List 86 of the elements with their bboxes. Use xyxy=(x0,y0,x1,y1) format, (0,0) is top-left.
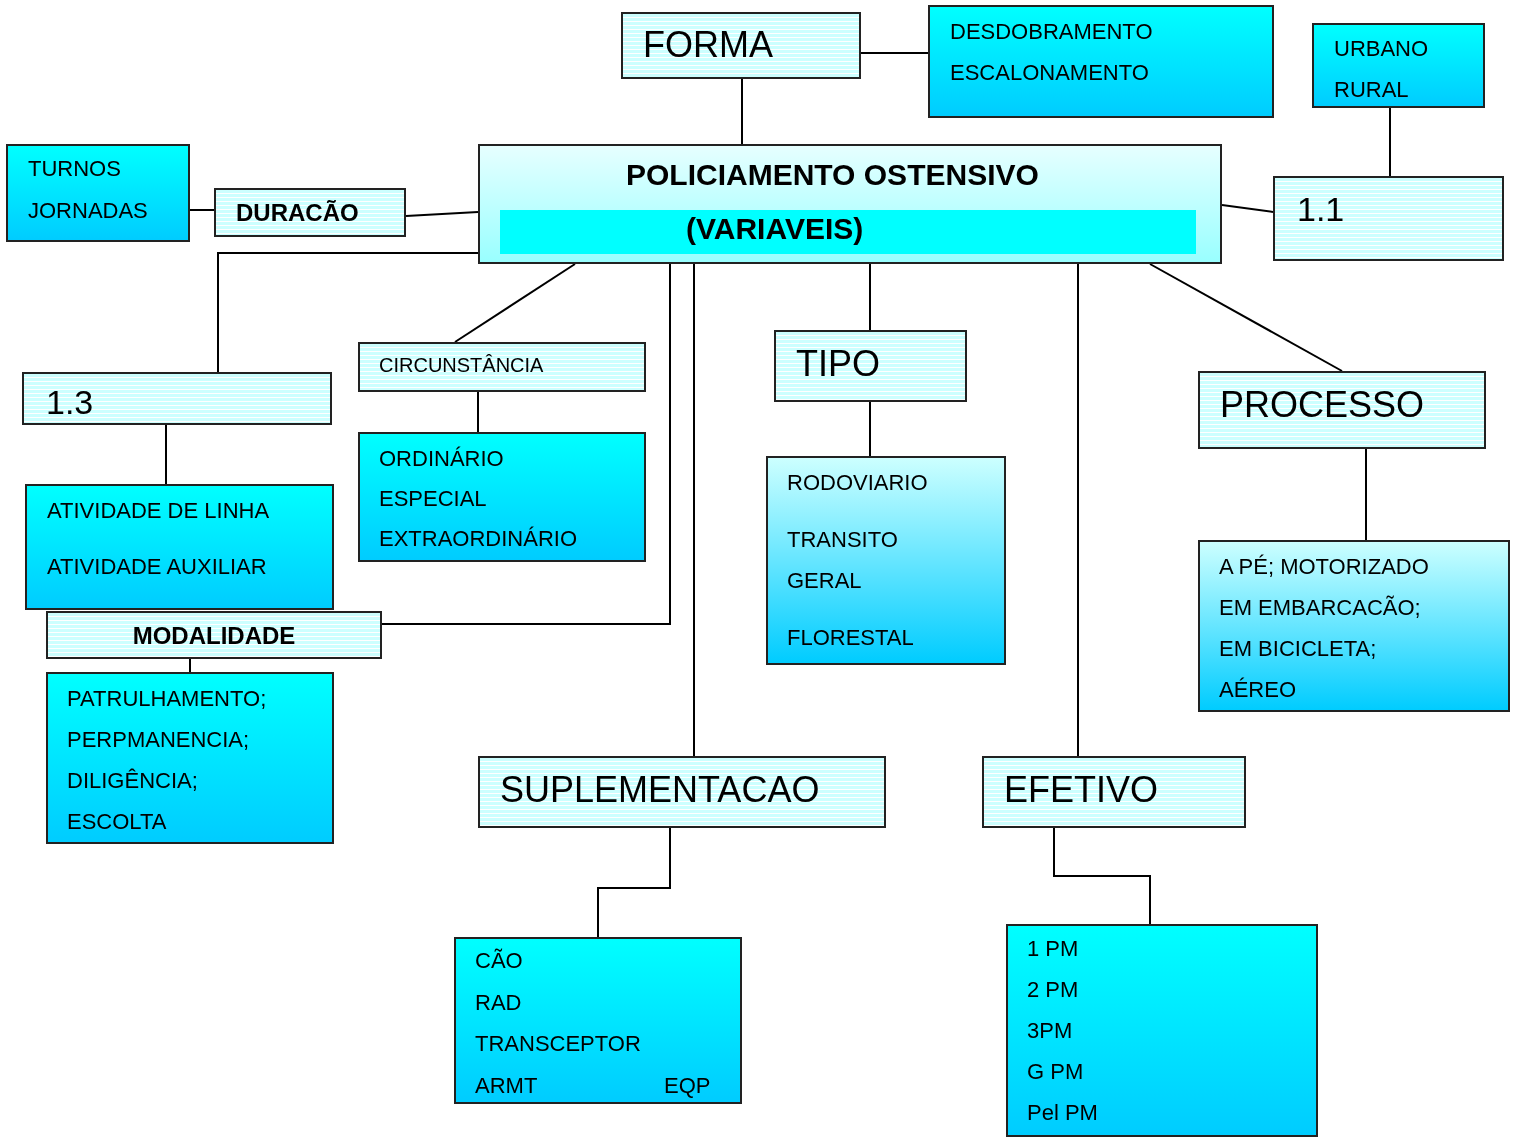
label-box xyxy=(774,330,967,402)
list-box xyxy=(6,144,190,242)
list-item: RODOVIARIO xyxy=(787,470,928,496)
list-item: PATRULHAMENTO; xyxy=(67,686,267,712)
list-item: ARMT xyxy=(475,1073,538,1099)
label-box xyxy=(358,342,646,392)
list-item: DESDOBRAMENTO xyxy=(950,19,1153,45)
connector-line xyxy=(1221,204,1274,213)
central-box xyxy=(478,144,1222,264)
node-label: 1.1 xyxy=(1297,190,1345,230)
node-label: SUPLEMENTACAO xyxy=(500,769,820,811)
list-item: TRANSITO xyxy=(787,527,898,553)
list-item: URBANO xyxy=(1334,36,1429,62)
connector-line xyxy=(189,658,191,673)
node-label: DURACÃO xyxy=(236,199,359,227)
connector-line xyxy=(597,827,671,938)
list-item: FLORESTAL xyxy=(787,625,914,651)
list-box xyxy=(358,432,646,562)
node-label: FORMA xyxy=(643,24,773,66)
list-item: 2 PM xyxy=(1027,977,1079,1003)
list-item: DILIGÊNCIA; xyxy=(67,768,198,794)
connector-line xyxy=(1077,263,1079,757)
list-box xyxy=(454,937,742,1104)
connector-line xyxy=(869,263,871,331)
list-item: 1 PM xyxy=(1027,936,1079,962)
list-item: ESPECIAL xyxy=(379,486,487,512)
connector-line xyxy=(1053,827,1151,925)
connector-line xyxy=(693,263,695,757)
list-item: CÃO xyxy=(475,948,523,974)
list-item: GERAL xyxy=(787,568,862,594)
connector-line xyxy=(217,252,479,373)
list-box xyxy=(46,672,334,844)
node-label: MODALIDADE xyxy=(131,622,297,650)
connector-line xyxy=(454,263,576,343)
list-item: EXTRAORDINÁRIO xyxy=(379,526,578,552)
list-item: 3PM xyxy=(1027,1018,1073,1044)
label-box xyxy=(982,756,1246,828)
connector-line xyxy=(189,209,215,211)
list-item: ATIVIDADE DE LINHA xyxy=(47,498,270,524)
list-item: TURNOS xyxy=(28,156,121,182)
label-box xyxy=(1273,176,1504,261)
label-box xyxy=(478,756,886,828)
main-title: POLICIAMENTO OSTENSIVO xyxy=(626,158,1039,193)
list-item: G PM xyxy=(1027,1059,1084,1085)
node-label: 1.3 xyxy=(46,383,94,423)
connector-line xyxy=(1149,263,1343,372)
connector-line xyxy=(477,391,479,433)
label-box xyxy=(22,372,332,425)
subtitle: (VARIAVEIS) xyxy=(686,212,864,247)
label-box xyxy=(214,188,406,237)
list-item: EQP xyxy=(664,1073,711,1099)
connector-line xyxy=(1389,107,1391,177)
list-item: A PÉ; MOTORIZADO xyxy=(1219,554,1429,580)
connector-line xyxy=(165,424,167,485)
connector-line xyxy=(381,263,671,625)
list-box xyxy=(928,5,1274,118)
list-item: ORDINÁRIO xyxy=(379,446,504,472)
list-item: PERPMANENCIA; xyxy=(67,727,250,753)
node-label: EFETIVO xyxy=(1004,769,1159,811)
connector-line xyxy=(1365,448,1367,541)
list-item: Pel PM xyxy=(1027,1100,1098,1126)
list-item: ESCALONAMENTO xyxy=(950,60,1149,86)
list-item: EM EMBARCACÃO; xyxy=(1219,595,1421,621)
list-box xyxy=(25,484,334,610)
label-box xyxy=(46,611,382,659)
list-box xyxy=(1198,540,1510,712)
list-box xyxy=(1312,23,1485,108)
list-item: EM BICICLETA; xyxy=(1219,636,1377,662)
connector-line xyxy=(405,211,479,217)
list-box xyxy=(766,456,1006,665)
node-label: TIPO xyxy=(796,343,880,385)
label-box xyxy=(621,12,861,79)
list-item: AÉREO xyxy=(1219,677,1297,703)
list-item: TRANSCEPTOR xyxy=(475,1031,641,1057)
node-label: CIRCUNSTÂNCIA xyxy=(379,354,544,377)
list-item: RURAL xyxy=(1334,77,1409,103)
label-box xyxy=(1198,371,1486,449)
list-item: RAD xyxy=(475,990,522,1016)
connector-line xyxy=(741,78,743,145)
list-item: ATIVIDADE AUXILIAR xyxy=(47,554,267,580)
list-item: JORNADAS xyxy=(28,198,148,224)
connector-line xyxy=(869,401,871,457)
list-box xyxy=(1006,924,1318,1137)
list-item: ESCOLTA xyxy=(67,809,167,835)
node-label: PROCESSO xyxy=(1220,384,1425,426)
connector-line xyxy=(860,52,929,54)
